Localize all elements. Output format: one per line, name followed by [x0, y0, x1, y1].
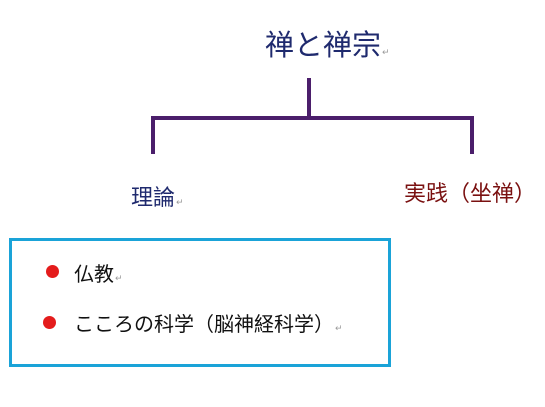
- bullet-dot-icon: [46, 265, 59, 278]
- paragraph-mark-icon: ↵: [115, 274, 123, 284]
- branch-label-theory-text: 理論: [131, 186, 176, 211]
- content-box: 仏教↵ こころの科学（脳神経科学）↵: [9, 238, 391, 367]
- list-item: 仏教↵: [74, 258, 123, 287]
- branch-label-practice-text: 実践（坐禅）: [404, 182, 537, 207]
- diagram-title-text: 禅と禅宗: [265, 28, 382, 62]
- paragraph-mark-icon: ↵: [335, 324, 343, 334]
- list-item-text: 仏教: [74, 262, 114, 286]
- branch-label-theory: 理論↵: [131, 180, 184, 212]
- list-item: こころの科学（脳神経科学）↵: [74, 308, 343, 337]
- diagram-title: 禅と禅宗↵: [265, 22, 390, 64]
- paragraph-mark-icon: ↵: [382, 48, 390, 58]
- paragraph-mark-icon: ↵: [176, 198, 184, 208]
- bullet-dot-icon: [43, 316, 56, 329]
- branch-label-practice: 実践（坐禅）: [404, 176, 536, 208]
- list-item-text: こころの科学（脳神経科学）: [74, 312, 334, 336]
